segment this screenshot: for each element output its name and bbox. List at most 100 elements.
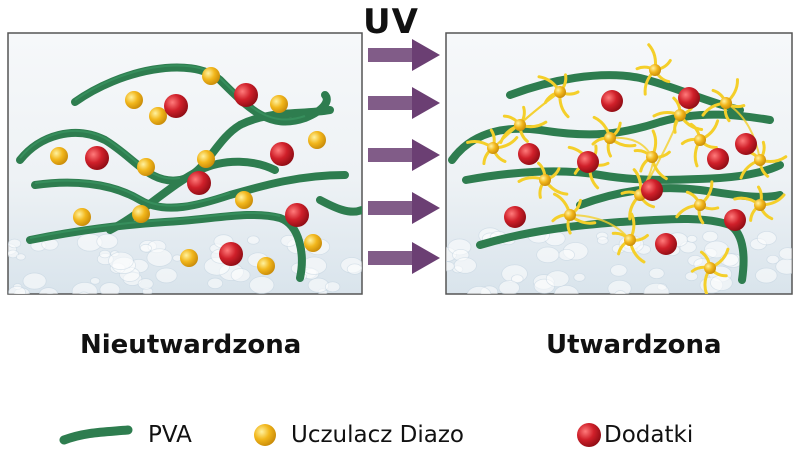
substrate-bubble <box>684 271 699 282</box>
substrate-bubble <box>96 233 119 250</box>
substrate-bubble <box>8 285 26 294</box>
diazo-node <box>720 97 732 109</box>
uncured-caption: Nieutwardzona <box>80 330 302 360</box>
substrate-bubble <box>249 276 275 294</box>
pva-chain <box>31 171 349 212</box>
uv-arrow-shaft <box>368 48 414 62</box>
substrate-bubble <box>536 246 560 264</box>
substrate-bubble <box>756 230 777 246</box>
cured-panel-contents <box>446 43 792 294</box>
diazo-particle <box>125 91 143 109</box>
cured-panel <box>445 32 793 295</box>
diazo-particle <box>202 67 220 85</box>
legend-additives-swatch <box>577 423 601 447</box>
substrate-bubble <box>610 264 628 277</box>
diazo-particle <box>180 249 198 267</box>
uv-arrow-shaft <box>368 96 414 110</box>
uncured-panel <box>7 32 363 295</box>
substrate-bubbles <box>8 233 362 294</box>
additive-particle <box>187 171 211 195</box>
diazo-particle <box>132 205 150 223</box>
pva-chain <box>26 210 306 282</box>
substrate-bubble <box>146 248 173 267</box>
diazo-node <box>539 174 551 186</box>
diazo-node <box>649 64 661 76</box>
diazo-node <box>604 132 616 144</box>
substrate-bubble <box>108 251 134 270</box>
substrate-bubble <box>71 281 98 294</box>
diazo-node <box>694 199 706 211</box>
uv-arrow-shaft <box>368 201 414 215</box>
legend-diazo-label: Uczulacz Diazo <box>291 422 464 448</box>
additive-particle <box>735 133 757 155</box>
uv-label: UV <box>363 2 419 42</box>
diazo-node <box>694 134 706 146</box>
diazo-particle <box>149 107 167 125</box>
uv-arrow-head <box>412 242 440 274</box>
substrate-bubble <box>607 279 632 294</box>
additive-particle <box>577 151 599 173</box>
additive-particle <box>270 142 294 166</box>
diazo-particle <box>73 208 91 226</box>
additive-particle <box>641 179 663 201</box>
additive-particle <box>164 94 188 118</box>
substrate-bubble <box>498 280 520 294</box>
diazo-particle <box>50 147 68 165</box>
substrate-bubble <box>453 257 477 274</box>
uv-arrows <box>368 39 440 274</box>
legend-additives-label: Dodatki <box>604 422 694 448</box>
substrate-bubble <box>558 248 575 261</box>
pva-chain <box>448 110 774 164</box>
diazo-particle <box>197 150 215 168</box>
diazo-node <box>674 109 686 121</box>
diazo-node <box>704 262 716 274</box>
diazo-node <box>754 199 766 211</box>
uv-arrow-head <box>412 39 440 71</box>
substrate-bubble <box>8 238 22 249</box>
substrate-bubble <box>207 277 224 289</box>
uv-arrow-head <box>412 192 440 224</box>
substrate-bubble <box>346 263 362 275</box>
diazo-node <box>646 151 658 163</box>
additive-particle <box>234 83 258 107</box>
pva-chain <box>316 196 362 216</box>
diazo-node <box>554 86 566 98</box>
substrate-bubble <box>553 284 579 294</box>
additive-particle <box>724 209 746 231</box>
substrate-bubble <box>596 236 609 245</box>
substrate-bubble <box>614 290 627 294</box>
uncured-panel-contents <box>8 63 362 294</box>
uncured-particles <box>50 67 326 275</box>
substrate-bubble <box>78 291 89 294</box>
additive-particle <box>504 206 526 228</box>
pva-chain <box>576 184 784 209</box>
diazo-particle <box>137 158 155 176</box>
diazo-particle <box>270 95 288 113</box>
cured-particles <box>487 64 766 274</box>
substrate-bubble <box>755 267 778 284</box>
additive-particle <box>601 90 623 112</box>
substrate-bubble <box>686 234 698 243</box>
additive-particle <box>85 146 109 170</box>
uv-arrow-head <box>412 87 440 119</box>
substrate-bubble <box>766 254 780 265</box>
diazo-node <box>487 142 499 154</box>
diazo-node <box>754 154 766 166</box>
substrate-bubble <box>324 281 341 293</box>
substrate-bubble <box>643 282 670 294</box>
uv-arrow-head <box>412 139 440 171</box>
legend-diazo-swatch <box>254 424 276 446</box>
substrate-bubble <box>139 243 152 253</box>
additive-particle <box>219 242 243 266</box>
additive-particle <box>285 203 309 227</box>
substrate-bubble <box>246 235 260 245</box>
substrate-bubble <box>38 287 59 294</box>
substrate-bubble <box>89 277 101 285</box>
diazo-particle <box>308 131 326 149</box>
substrate-bubble <box>155 267 178 284</box>
substrate-bubble <box>702 230 719 243</box>
substrate-bubble <box>648 267 665 280</box>
substrate-bubble <box>98 249 111 259</box>
legend-pva-swatch <box>59 425 133 445</box>
